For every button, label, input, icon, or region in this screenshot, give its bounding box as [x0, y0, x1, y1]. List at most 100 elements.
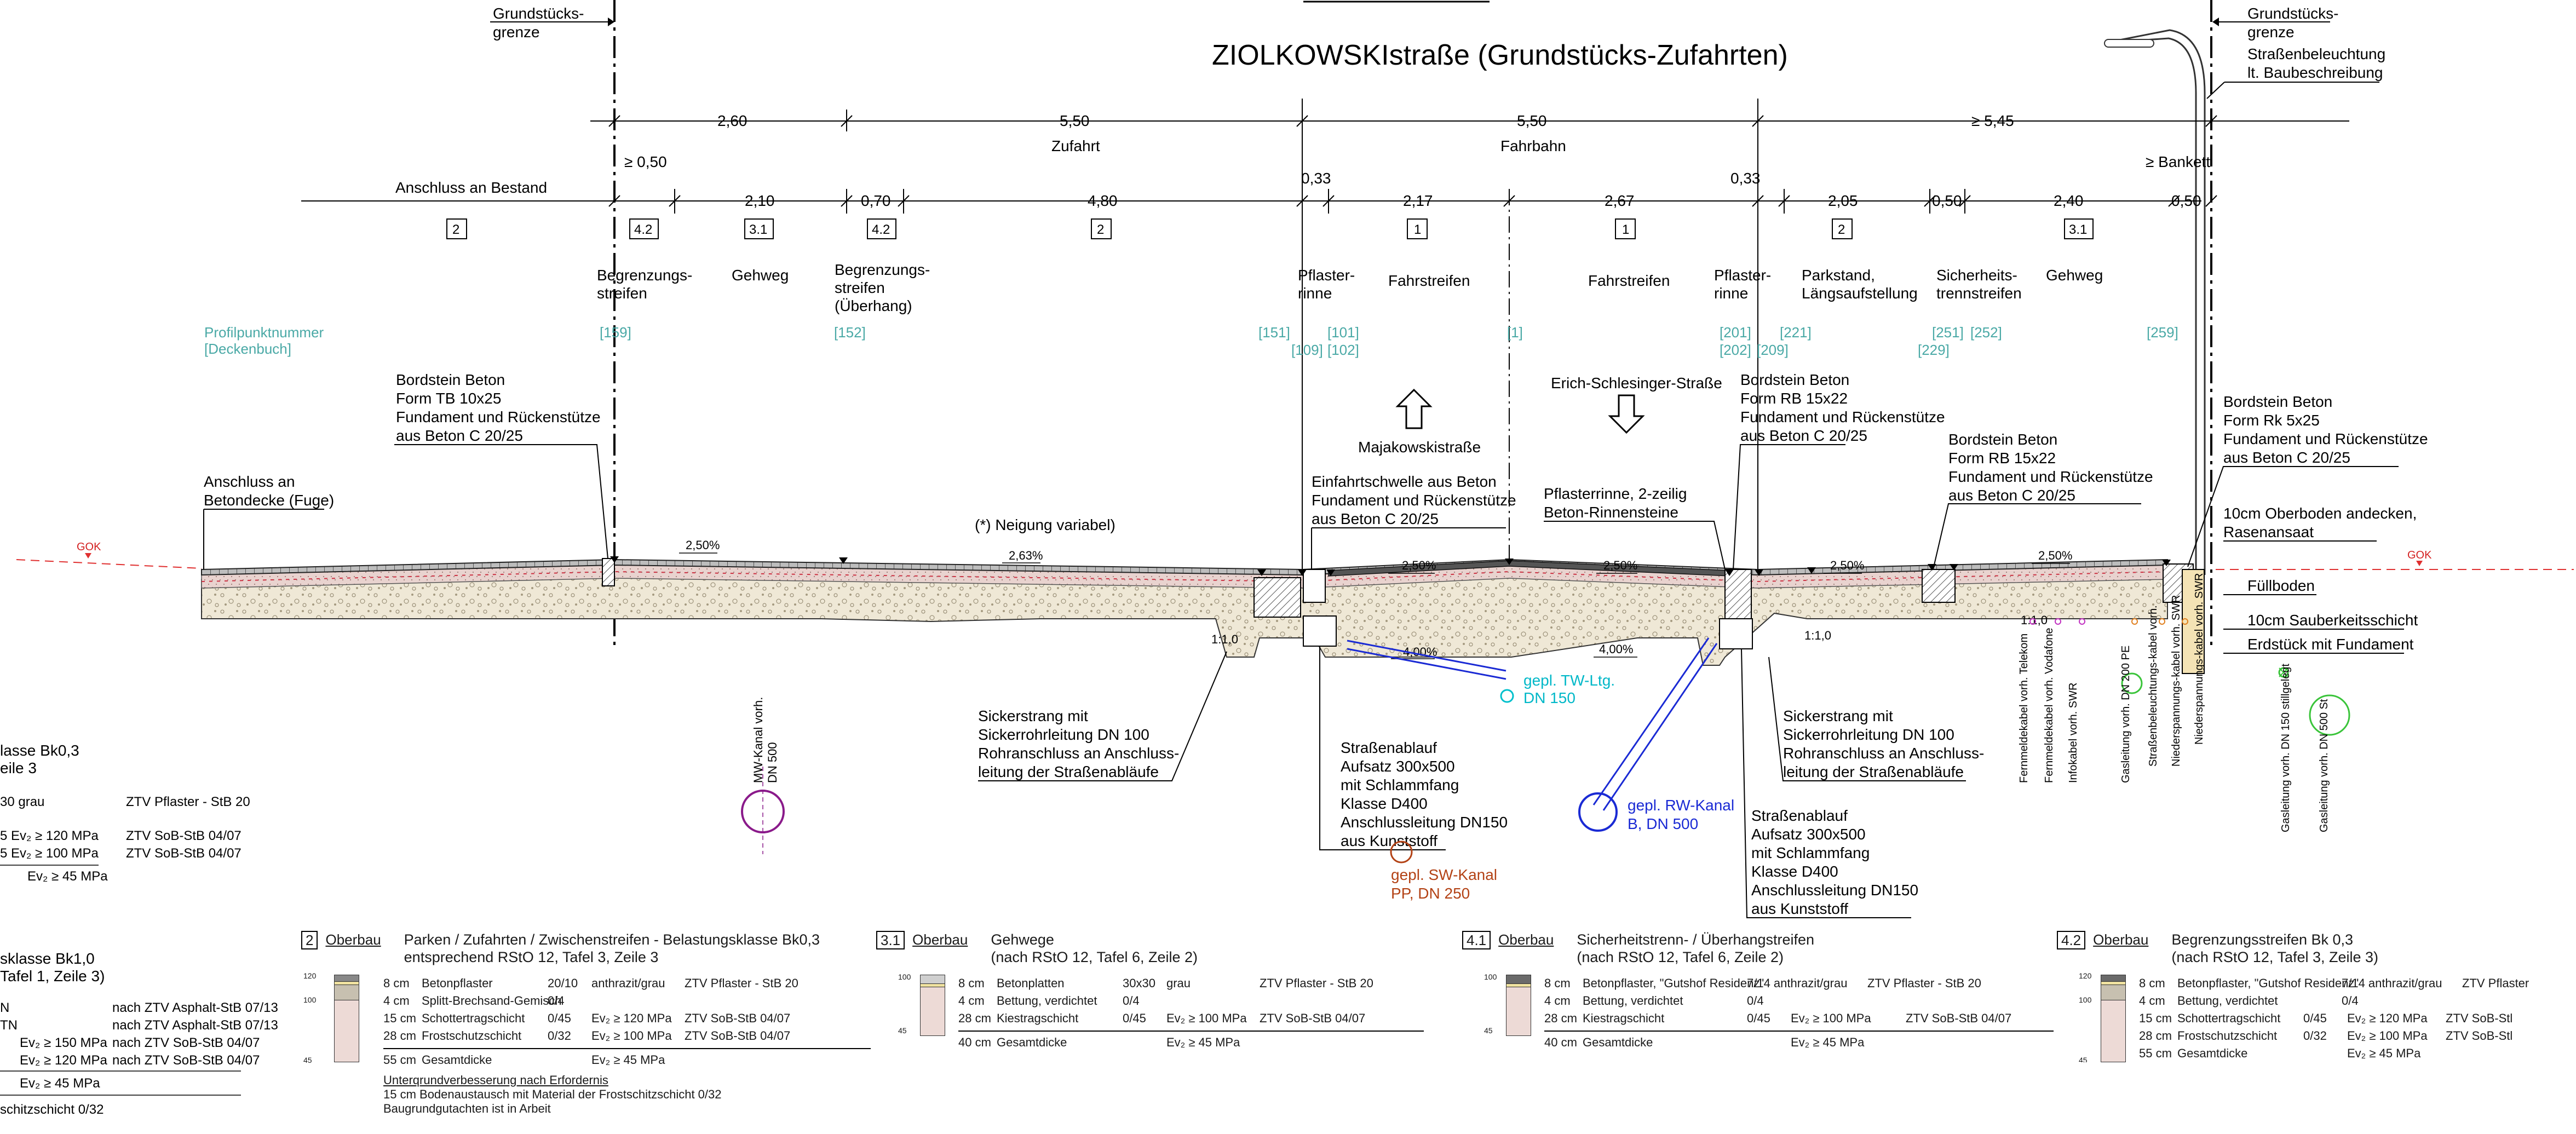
dim-second-5: 2,17: [1403, 192, 1433, 209]
bordstein-rk-1: Bordstein Beton: [2223, 393, 2332, 410]
lamp-label-1: Straßenbeleuchtung: [2247, 45, 2385, 62]
t2-r2-c1: Schottertragschicht: [422, 1011, 525, 1025]
table-42-number: 4.2: [2057, 931, 2086, 949]
t2-scale-1: 100: [303, 995, 317, 1004]
cable-0: Fernmeldekabel vorh. Telekom: [2018, 634, 2030, 783]
lp-18: nach ZTV SoB-StB 04/07: [112, 1053, 260, 1068]
t42-r2-c0: 15 cm: [2139, 1011, 2172, 1025]
label-pflasterrinne-l-2: rinne: [1298, 285, 1332, 302]
lp-3: ZTV Pflaster - StB 20: [126, 795, 250, 809]
t31-r0-c2: 30x30: [1123, 976, 1155, 990]
label-pflasterrinne-l-1: Pflaster-: [1298, 267, 1355, 284]
lp-16: nach ZTV SoB-StB 04/07: [112, 1035, 260, 1050]
lp-20: schitzschicht 0/32: [0, 1102, 104, 1117]
inlet-left-body: [1303, 615, 1337, 647]
t2-r4-c1: Gesamtdicke: [422, 1053, 492, 1067]
pp-101: [101]: [1327, 324, 1359, 341]
t41-r3-c0: 40 cm: [1544, 1035, 1577, 1049]
arrow-up-icon: [1395, 388, 1433, 429]
t2-foot-0: Unterqrundverbesserung nach Erfordernis: [383, 1073, 608, 1087]
bordstein-rb-2: Form RB 15x22: [1740, 390, 1848, 407]
t2-scale-0: 120: [303, 971, 317, 980]
pp-259: [259]: [2147, 324, 2178, 341]
lp-0: lasse Bk0,3: [0, 742, 79, 759]
cable-7: Gasleitung vorh. DN 150 stillgelegt: [2280, 664, 2292, 832]
t2-r2-c4: ZTV SoB-StB 04/07: [685, 1011, 791, 1025]
einfahrt-3: aus Beton C 20/25: [1312, 510, 1439, 527]
table-31-title-1: Gehwege: [991, 931, 1054, 948]
label-pflasterrinne-r-2: rinne: [1714, 285, 1748, 302]
t31-r2-c4: ZTV SoB-StB 04/07: [1260, 1011, 1366, 1025]
t2-r0-c4: ZTV Pflaster - StB 20: [685, 976, 798, 990]
anschluss-beton-1: Anschluss an: [204, 473, 295, 490]
dim-second-2: 0,70: [861, 192, 891, 209]
sicker-right-4: leitung der Straßenabläufe: [1783, 763, 1964, 780]
t42-scale-0: 120: [2079, 971, 2092, 980]
t2-r4-c0: 55 cm: [383, 1053, 416, 1067]
table-2-title-2: entsprechend RStO 12, Tafel 3, Zeile 3: [404, 949, 659, 965]
t31-r2-c1: Kiestragschicht: [997, 1011, 1079, 1025]
layer-table-42: 4.2 Oberbau Begrenzungsstreifen Bk 0,3 (…: [2057, 931, 2576, 1062]
label-begr-ueberhang-2: streifen: [835, 279, 885, 296]
lp-8: Ev₂ ≥ 45 MPa: [27, 869, 108, 884]
pflasterrinne-2: Beton-Rinnensteine: [1544, 504, 1678, 521]
einfahrt-2: Fundament und Rückenstütze: [1312, 492, 1516, 509]
table-42-title-1: Begrenzungsstreifen Bk 0,3: [2171, 931, 2354, 948]
sicker-left-1: Sickerstrang mit: [978, 707, 1088, 724]
t2-r3-c0: 28 cm: [383, 1029, 416, 1043]
lp-19: Ev₂ ≥ 45 MPa: [20, 1076, 100, 1091]
lp-1: eile 3: [0, 759, 37, 776]
bordstein-rk-2: Form Rk 5x25: [2223, 412, 2320, 429]
gok-right: GOK: [2407, 549, 2432, 561]
lp-14: nach ZTV Asphalt-StB 07/13: [112, 1018, 278, 1033]
box-42-b: 4.2: [872, 222, 890, 237]
t42-r2-c2: 0/45: [2303, 1011, 2327, 1025]
pp-label-2: [Deckenbuch]: [204, 341, 291, 357]
t31-r1-c1: Bettung, verdichtet: [997, 994, 1097, 1008]
t42-r1-c0: 4 cm: [2139, 994, 2165, 1008]
grenze-right-label-2: grenze: [2247, 24, 2295, 41]
cable-3: Gasleitung vorh. DN 200 PE: [2120, 646, 2132, 783]
label-gehweg-left: Gehweg: [732, 267, 789, 284]
callouts: Bordstein Beton Form TB 10x25 Fundament …: [203, 371, 2428, 918]
t31-r3-c0: 40 cm: [958, 1035, 991, 1049]
sw-label-2: PP, DN 250: [1391, 885, 1470, 902]
t41-r1-c2: 0/4: [1747, 994, 1764, 1008]
table-2-layer-graphic: 120 100 45: [301, 971, 359, 1068]
t42-r3-c1: Frostschutzschicht: [2177, 1029, 2278, 1043]
slope-6: 2,50%: [1830, 559, 1864, 572]
t42-r4-c0: 55 cm: [2139, 1046, 2172, 1060]
t42-r0-c4: ZTV Pflaster: [2462, 976, 2529, 990]
kerb-rb-right: [1724, 569, 1752, 619]
slope-4: 2,50%: [1603, 559, 1637, 572]
grenze-left-label-1: Grundstücks-: [493, 5, 584, 22]
label-fahrstreifen-l: Fahrstreifen: [1388, 272, 1470, 289]
gas-500-icon: [2309, 694, 2350, 736]
t2-r3-c4: ZTV SoB-StB 04/07: [685, 1029, 791, 1043]
street-lamp: Straßenbeleuchtung lt. Baubeschreibung: [2104, 29, 2385, 575]
box-2-b: 2: [1097, 222, 1104, 237]
t41-r3-c1: Gesamtdicke: [1583, 1035, 1653, 1049]
bordstein-left-3: Fundament und Rückenstütze: [396, 408, 601, 425]
ablauf-left-6: aus Kunststoff: [1341, 832, 1438, 849]
lamp-label-2: lt. Baubeschreibung: [2247, 64, 2383, 81]
box-2-c: 2: [1838, 222, 1845, 237]
tw-label-2: DN 150: [1523, 689, 1576, 706]
t2-r0-c2: 20/10: [548, 976, 578, 990]
table-31-title-2: (nach RStO 12, Tafel 6, Zeile 2): [991, 949, 1198, 965]
layer-table-2: 2 Oberbau Parken / Zufahrten / Zwischens…: [301, 931, 871, 1116]
table-41-number: 4.1: [1462, 931, 1491, 949]
dim-second-9: 0,50: [1932, 192, 1962, 209]
oberboden-1: 10cm Oberboden andecken,: [2223, 505, 2417, 522]
bordstein-rb2-1: Bordstein Beton: [1948, 431, 2057, 448]
table-41-title-2: (nach RStO 12, Tafel 6, Zeile 2): [1577, 949, 1784, 965]
mw-label-1: MW-Kanal vorh.: [751, 697, 765, 783]
lp-9: sklasse Bk1,0: [0, 950, 95, 967]
lp-13: TN: [0, 1018, 18, 1033]
slope-8: 1:1,0: [1211, 632, 1238, 646]
bordstein-rk-4: aus Beton C 20/25: [2223, 449, 2350, 466]
label-sicherheit-2: trennstreifen: [1936, 285, 2022, 302]
t42-r0-c1: Betonpflaster, "Gutshof Residenz": [2177, 976, 2359, 990]
